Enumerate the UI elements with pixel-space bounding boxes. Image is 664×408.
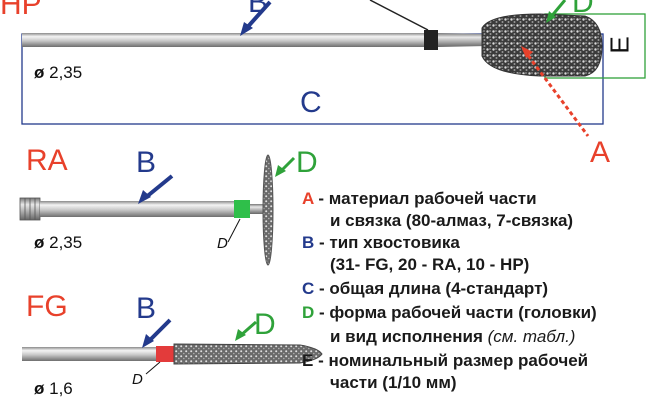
fg-working-part xyxy=(173,343,323,365)
diameter-icon: ø xyxy=(34,379,45,398)
legend-item-e: E - номинальный размер рабочей xyxy=(302,352,588,369)
hp-shank-arrow xyxy=(243,0,272,32)
hp-shank-arrowhead xyxy=(240,22,253,36)
legend-text: - тип хвостовика xyxy=(314,233,460,252)
hp-pointer-line xyxy=(369,0,429,31)
legend-key: C xyxy=(302,279,315,298)
ra-detail-line xyxy=(227,218,241,243)
fg-diameter: ø 1,6 xyxy=(34,380,73,397)
hp-working-part xyxy=(481,13,603,77)
ra-shape-label: D xyxy=(296,146,318,179)
hp-shape-label: D xyxy=(572,0,594,19)
hp-diameter: ø 2,35 xyxy=(34,64,82,81)
legend-item-e-line2: части (1/10 мм) xyxy=(330,373,457,392)
legend-note: (см. табл.) xyxy=(487,327,576,346)
fg-shank-arrowhead xyxy=(142,334,154,348)
fg-shape-label: D xyxy=(254,308,276,341)
hp-material-dotted-line xyxy=(522,49,590,137)
legend-key: A xyxy=(302,189,314,208)
legend-text: - номинальный размер рабочей xyxy=(313,351,589,370)
fg-shape-arrowhead xyxy=(235,329,246,341)
diameter-icon: ø xyxy=(34,63,45,82)
ra-shank-label: B xyxy=(136,146,157,179)
hp-length-label: C xyxy=(300,86,322,119)
hp-shank-label: B xyxy=(248,0,269,19)
ra-shank-arrow xyxy=(143,174,174,200)
fg-ring xyxy=(156,346,174,362)
section-label-ra: RA xyxy=(26,144,68,177)
ra-shape-arrowhead xyxy=(275,165,286,177)
ra-shank-arrowhead xyxy=(138,190,151,204)
legend-item-d: D - форма рабочей части (головки) xyxy=(302,304,597,321)
legend-item-a: A - материал рабочей части xyxy=(302,190,537,207)
fg-shank-arrow xyxy=(146,318,172,344)
legend-item-b-line2: (31- FG, 20 - RA, 10 - HP) xyxy=(330,255,530,274)
ra-disc xyxy=(262,154,274,266)
legend-item-c: C - общая длина (4-стандарт) xyxy=(302,280,548,297)
hp-diameter-value: 2,35 xyxy=(49,63,83,82)
ra-shank xyxy=(40,201,235,217)
ra-ring xyxy=(234,200,250,218)
legend-text: - общая длина (4-стандарт) xyxy=(314,279,549,298)
section-label-hp: HP xyxy=(0,0,42,21)
hp-size-label: E xyxy=(604,36,635,54)
legend-key: B xyxy=(302,233,315,252)
hp-shape-arrowhead xyxy=(546,11,556,23)
hp-material-arrowhead xyxy=(521,46,533,58)
legend-item-b: B - тип хвостовика xyxy=(302,234,460,251)
fg-detail-line xyxy=(145,361,161,375)
fg-shank-label: B xyxy=(136,292,157,325)
hp-shank xyxy=(22,33,430,47)
legend-item-a-line2: и связка (80-алмаз, 7-связка) xyxy=(330,211,574,230)
fg-shank xyxy=(22,347,158,361)
ra-diameter: ø 2,35 xyxy=(34,234,82,251)
section-label-fg: FG xyxy=(26,290,68,323)
legend-key: E xyxy=(302,351,314,370)
legend-item-d-line2: и вид исполнения (см. табл.) xyxy=(330,328,575,345)
fg-diameter-value: 1,6 xyxy=(49,379,73,398)
diameter-icon: ø xyxy=(34,233,45,252)
legend-key: D xyxy=(302,303,315,322)
ra-diameter-value: 2,35 xyxy=(49,233,83,252)
ra-neck xyxy=(250,204,270,214)
legend-text: - форма рабочей части (головки) xyxy=(314,303,597,322)
legend-text: и вид исполнения xyxy=(330,327,483,346)
hp-shank-ring xyxy=(424,30,438,50)
legend-text: - материал рабочей части xyxy=(313,189,537,208)
fg-detail-label: D xyxy=(132,371,143,388)
ra-detail-label: D xyxy=(217,235,228,252)
hp-material-label: A xyxy=(590,136,611,169)
